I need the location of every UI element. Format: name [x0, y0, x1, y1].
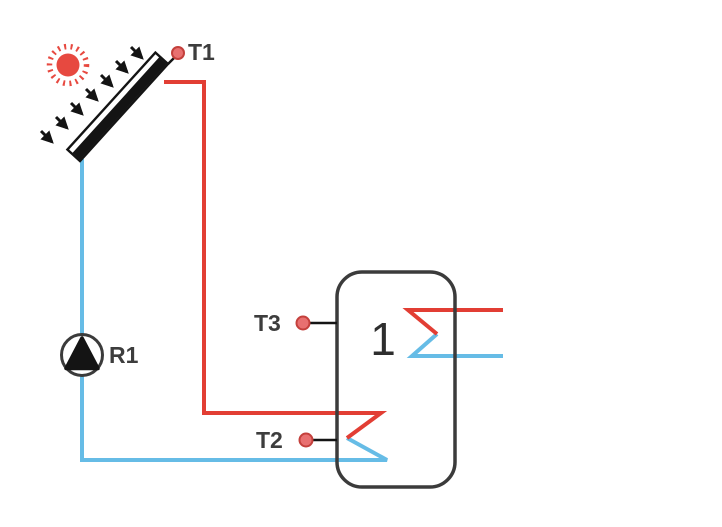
sensor-t2 — [298, 432, 337, 448]
hot-pipe — [164, 80, 388, 440]
sensor-dot-icon — [295, 315, 311, 331]
sensor-t1 — [167, 46, 185, 65]
pump-icon — [60, 333, 104, 377]
sensor-t3 — [295, 315, 337, 331]
upper-coil-cold-pipe — [406, 332, 503, 358]
cold-pipe — [80, 159, 388, 462]
sensor-dot-icon — [298, 432, 314, 448]
upper-coil-hot-pipe — [402, 308, 503, 336]
sun-icon — [46, 43, 90, 87]
sensor-dot-icon — [171, 46, 185, 60]
storage-tank-outline — [335, 270, 457, 489]
label-sensor-t1: T1 — [188, 39, 215, 65]
solar-collector-icon — [65, 50, 170, 163]
tank-body — [337, 272, 455, 487]
label-pump-r1: R1 — [109, 342, 139, 368]
radiation-arrow-icon — [39, 45, 144, 144]
tank-number-label: 1 — [370, 313, 396, 365]
label-sensor-t3: T3 — [254, 310, 281, 336]
label-sensor-t2: T2 — [256, 427, 283, 453]
